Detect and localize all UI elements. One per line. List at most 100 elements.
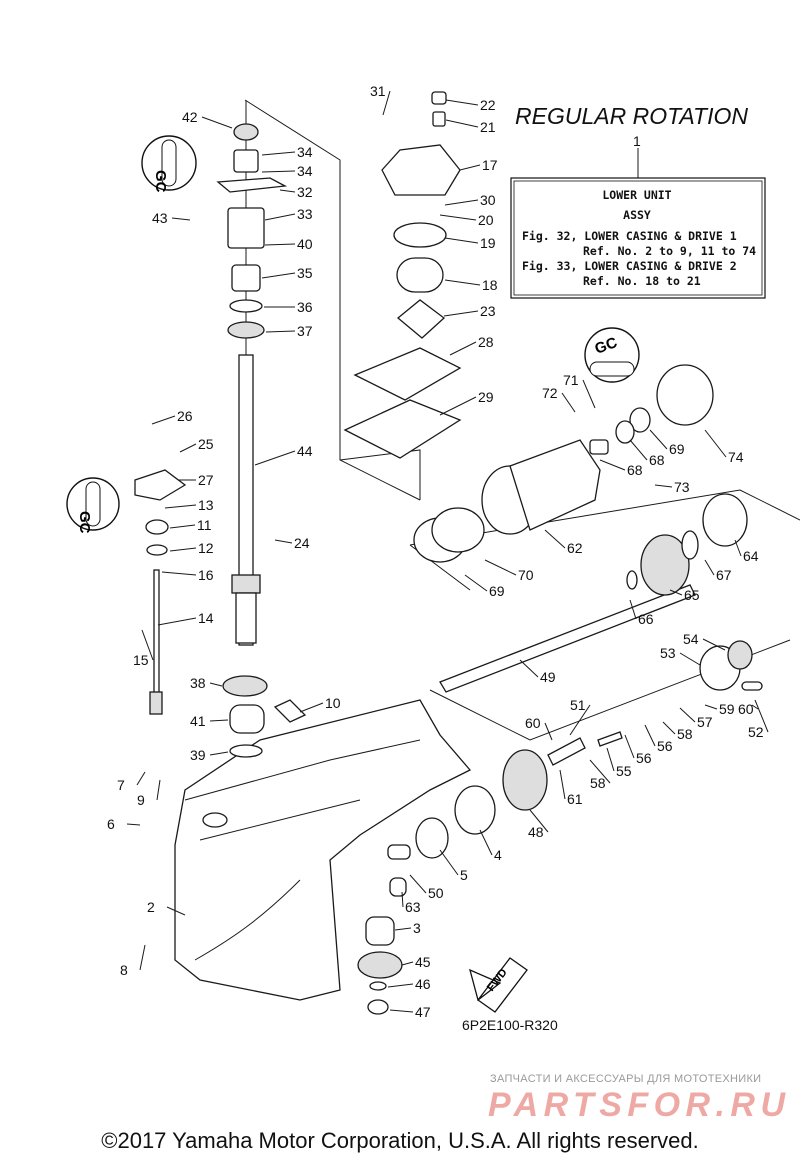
part-number-16: 16 — [198, 567, 214, 583]
part-number-33: 33 — [297, 206, 313, 222]
leader-line-25 — [179, 443, 197, 453]
leader-line-59 — [704, 704, 718, 710]
leader-line-14 — [157, 617, 197, 626]
part-number-45: 45 — [415, 954, 431, 970]
part-number-3: 3 — [413, 920, 421, 936]
water-pump-parts — [343, 91, 462, 459]
part-number-50: 50 — [428, 885, 444, 901]
part-number-72: 72 — [542, 385, 558, 401]
part-number-60: 60 — [525, 715, 541, 731]
leader-line-60 — [544, 722, 553, 741]
leader-line-11 — [169, 524, 196, 529]
leader-line-34 — [261, 170, 296, 173]
leader-line-26 — [151, 415, 176, 425]
part-number-64: 64 — [743, 548, 759, 564]
leader-line-61 — [559, 769, 566, 800]
part-number-69: 69 — [669, 441, 685, 457]
part-number-67: 67 — [716, 567, 732, 583]
part-number-7: 7 — [117, 777, 125, 793]
leader-line-4 — [479, 829, 493, 856]
leader-line-62 — [544, 529, 566, 549]
leader-line-51 — [569, 704, 591, 736]
gear-internals — [222, 675, 307, 758]
part-number-9: 9 — [137, 792, 145, 808]
leader-line-18 — [444, 279, 481, 286]
shift-rod-parts — [134, 469, 187, 715]
lower-casing — [174, 699, 472, 1001]
part-number-labels: 2345678910111213141516171819202122232425… — [107, 83, 764, 1020]
leader-line-19 — [444, 237, 479, 244]
leader-line-60 — [751, 704, 759, 710]
ref-line-4: Ref. No. 2 to 9, 11 to 74 — [583, 244, 756, 258]
fwd-arrow: FWD — [469, 957, 528, 1013]
ref-line-6: Ref. No. 18 to 21 — [583, 274, 701, 288]
part-number-46: 46 — [415, 976, 431, 992]
part-number-55: 55 — [616, 763, 632, 779]
part-number-17: 17 — [482, 157, 498, 173]
leader-line-46 — [387, 983, 414, 988]
part-number-32: 32 — [297, 184, 313, 200]
part-number-74: 74 — [728, 449, 744, 465]
leader-line-9 — [156, 779, 161, 801]
part-number-59: 59 — [719, 701, 735, 717]
leader-line-13 — [164, 504, 197, 509]
leader-line-68 — [599, 459, 626, 471]
part-number-30: 30 — [480, 192, 496, 208]
leader-line-7 — [136, 771, 146, 786]
part-number-42: 42 — [182, 109, 198, 125]
leader-line-63 — [401, 891, 404, 908]
leader-line-66 — [629, 599, 637, 620]
part-number-47: 47 — [415, 1004, 431, 1020]
leader-line-58 — [662, 721, 676, 735]
ref-line-2: ASSY — [623, 208, 651, 222]
copyright-notice: ©2017 Yamaha Motor Corporation, U.S.A. A… — [101, 1128, 699, 1153]
part-number-40: 40 — [297, 236, 313, 252]
leader-line-52 — [754, 699, 769, 733]
propeller-shaft — [439, 493, 763, 693]
diagram-code: 6P2E100-R320 — [462, 1017, 558, 1033]
leader-line-30 — [444, 199, 479, 206]
part-number-5: 5 — [460, 867, 468, 883]
part-number-61: 61 — [567, 791, 583, 807]
part-number-63: 63 — [405, 899, 421, 915]
part-number-51: 51 — [570, 697, 586, 713]
part-number-13: 13 — [198, 497, 214, 513]
part-number-24: 24 — [294, 535, 310, 551]
part-number-29: 29 — [478, 389, 494, 405]
leader-line-49 — [519, 659, 539, 678]
diagram-title: REGULAR ROTATION — [515, 103, 748, 129]
part-number-58: 58 — [590, 775, 606, 791]
part-number-12: 12 — [198, 540, 214, 556]
leader-line-17 — [459, 164, 481, 171]
grease-symbol-3: GC — [584, 327, 640, 383]
svg-text:GC: GC — [152, 170, 169, 193]
part-number-31: 31 — [370, 83, 386, 99]
leader-line-37 — [265, 330, 296, 333]
leader-line-20 — [439, 214, 477, 221]
part-number-38: 38 — [190, 675, 206, 691]
leader-line-58 — [589, 759, 611, 784]
watermark-tagline: ЗАПЧАСТИ И АКСЕССУАРЫ ДЛЯ МОТОТЕХНИКИ — [490, 1073, 761, 1085]
part-number-62: 62 — [567, 540, 583, 556]
part-number-28: 28 — [478, 334, 494, 350]
leader-line-47 — [389, 1009, 414, 1013]
leader-line-55 — [606, 747, 615, 772]
ref-line-3: Fig. 32, LOWER CASING & DRIVE 1 — [522, 229, 737, 243]
part-number-41: 41 — [190, 713, 206, 729]
part-number-22: 22 — [480, 97, 496, 113]
leader-line-33 — [264, 213, 296, 221]
grease-symbol-2: GC — [66, 477, 120, 534]
leader-line-71 — [582, 379, 596, 409]
part-number-14: 14 — [198, 610, 214, 626]
part-number-52: 52 — [748, 724, 764, 740]
leader-line-68 — [629, 439, 648, 461]
svg-text:GC: GC — [593, 334, 620, 358]
ref-number: 1 — [633, 133, 641, 149]
part-number-11: 11 — [197, 517, 212, 533]
leader-line-50 — [409, 874, 427, 894]
leader-line-21 — [445, 119, 479, 128]
leader-line-74 — [704, 429, 727, 458]
part-number-69: 69 — [489, 583, 505, 599]
part-number-68: 68 — [649, 452, 665, 468]
leader-line-42 — [201, 116, 233, 129]
